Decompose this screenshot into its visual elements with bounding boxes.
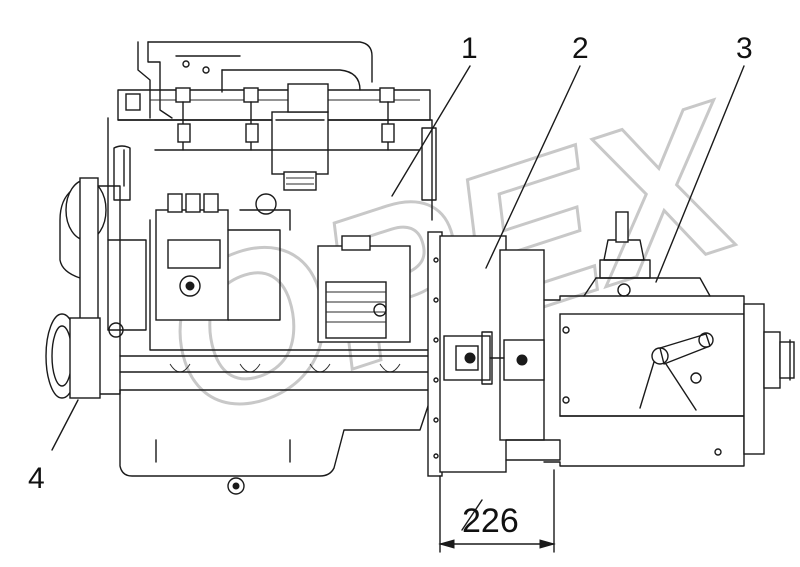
callout-1: 1: [461, 32, 478, 65]
oil-filter: [271, 83, 329, 191]
starter-motor: [317, 235, 411, 343]
dimension-value: 226: [462, 502, 519, 540]
callout-labels: 1 2 3 4: [28, 32, 753, 495]
gearbox: [543, 211, 795, 467]
callout-4: 4: [28, 462, 45, 495]
front-pulley-assembly: [45, 145, 147, 399]
engine-block: [107, 41, 437, 495]
callout-2: 2: [572, 32, 589, 65]
dimension-226: 226: [438, 469, 556, 553]
fuel-injection-pump: [155, 193, 291, 321]
clutch-housing: [427, 231, 561, 477]
valve-cover-bolts: [125, 87, 395, 151]
callout-leaders: [51, 65, 745, 451]
callout-3: 3: [736, 32, 753, 65]
